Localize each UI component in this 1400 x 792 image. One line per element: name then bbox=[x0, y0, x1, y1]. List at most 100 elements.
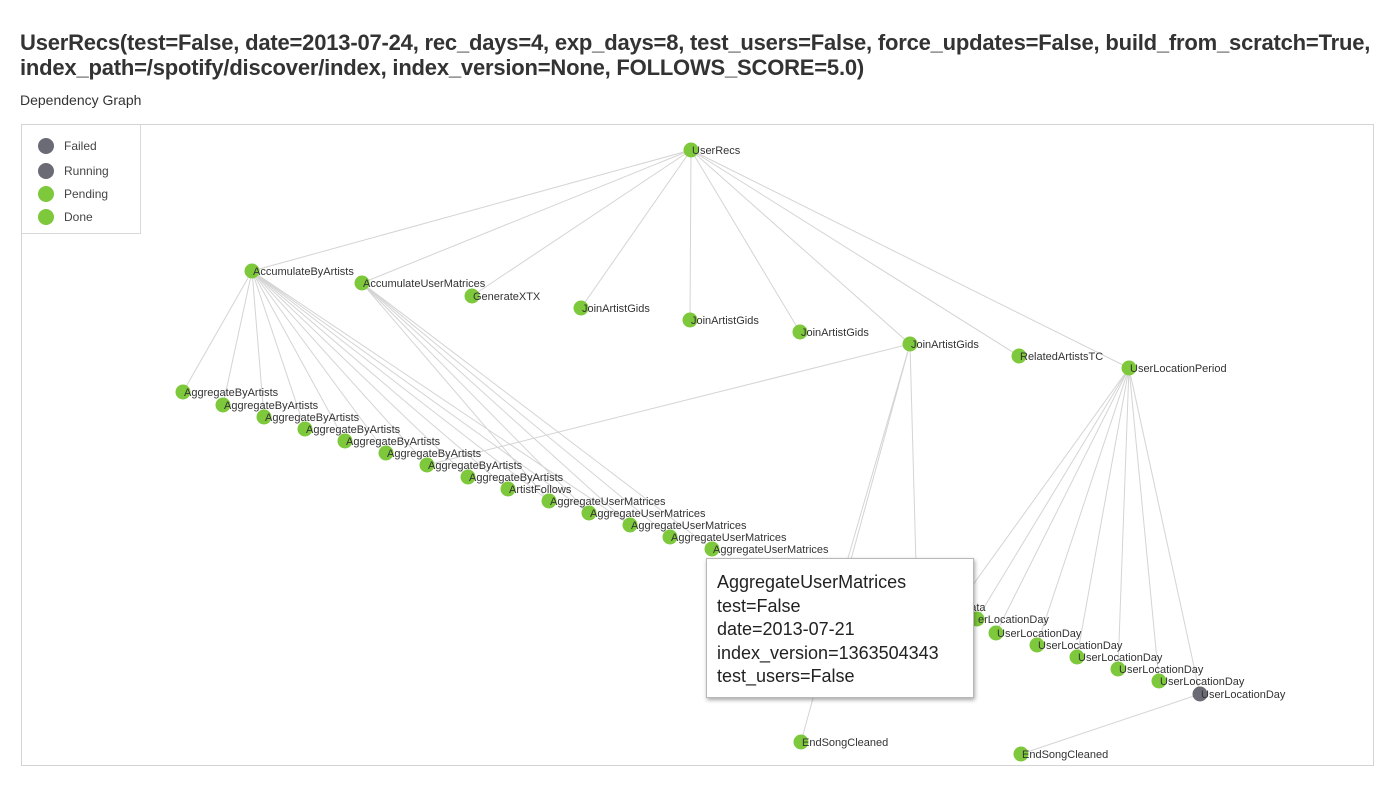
graph-node-join2[interactable]: JoinArtistGids bbox=[682, 312, 760, 328]
graph-node-label: AggregateUserMatrices bbox=[590, 508, 706, 520]
done-node-icon[interactable] bbox=[622, 517, 638, 533]
dependency-graph[interactable]: UserRecsAccumulateByArtistsAccumulateUse… bbox=[22, 125, 1374, 766]
graph-node-aba7[interactable]: AggregateByArtists bbox=[419, 457, 523, 473]
done-node-icon[interactable] bbox=[297, 421, 313, 437]
done-node-icon[interactable] bbox=[460, 469, 476, 485]
running-node-icon[interactable] bbox=[1192, 686, 1208, 702]
graph-node-label: AggregateByArtists bbox=[265, 412, 360, 424]
done-node-icon[interactable] bbox=[354, 275, 370, 291]
done-node-icon[interactable] bbox=[1121, 360, 1137, 376]
graph-node-label: UserLocationDay bbox=[1160, 676, 1245, 688]
done-node-icon[interactable] bbox=[337, 433, 353, 449]
graph-edge-acc_artists-aba6 bbox=[251, 270, 387, 454]
graph-node-label: AggregateUserMatrices bbox=[631, 520, 747, 532]
done-node-icon[interactable] bbox=[464, 288, 480, 304]
graph-node-label: AccumulateUserMatrices bbox=[363, 278, 486, 290]
done-node-icon[interactable] bbox=[378, 445, 394, 461]
graph-node-userrecs[interactable]: UserRecs bbox=[683, 142, 741, 158]
done-node-icon[interactable] bbox=[704, 541, 720, 557]
done-node-icon[interactable] bbox=[573, 300, 589, 316]
done-node-icon[interactable] bbox=[682, 312, 698, 328]
legend-label: Done bbox=[64, 210, 93, 224]
graph-node-aum5[interactable]: AggregateUserMatrices bbox=[704, 541, 830, 557]
graph-edge-userrecs-related bbox=[690, 149, 1020, 357]
graph-edge-userrecs-join4 bbox=[690, 149, 911, 345]
graph-node-aba8[interactable]: AggregateByArtists bbox=[460, 469, 564, 485]
graph-node-uld4[interactable]: UserLocationDay bbox=[1069, 649, 1163, 665]
legend-item-pending: Pending bbox=[38, 185, 108, 203]
graph-node-aum2[interactable]: AggregateUserMatrices bbox=[581, 505, 707, 521]
graph-node-ulp[interactable]: UserLocationPeriod bbox=[1121, 360, 1227, 376]
graph-edge-ulp-uld4 bbox=[1076, 367, 1130, 658]
done-node-icon[interactable] bbox=[793, 734, 809, 750]
tooltip-task-name: AggregateUserMatrices bbox=[717, 572, 907, 592]
graph-node-uld1[interactable]: erLocationDay bbox=[969, 611, 1050, 627]
graph-node-aba2[interactable]: AggregateByArtists bbox=[215, 397, 319, 413]
done-node-icon[interactable] bbox=[500, 481, 516, 497]
graph-node-acc_artists[interactable]: AccumulateByArtists bbox=[244, 263, 355, 279]
done-node-icon[interactable] bbox=[988, 625, 1004, 641]
graph-node-join1[interactable]: JoinArtistGids bbox=[573, 300, 651, 316]
done-node-icon[interactable] bbox=[244, 263, 260, 279]
graph-node-gen_xtx[interactable]: GenerateXTX bbox=[464, 288, 541, 304]
graph-edge-acc_matrices-aum5 bbox=[361, 282, 713, 550]
done-node-icon[interactable] bbox=[175, 384, 191, 400]
graph-edges bbox=[182, 149, 1201, 755]
done-node-icon[interactable] bbox=[1029, 637, 1045, 653]
graph-node-label: EndSongCleaned bbox=[1022, 749, 1108, 761]
done-node-icon[interactable] bbox=[1110, 661, 1126, 677]
graph-edge-uld7-esc2 bbox=[1020, 693, 1201, 755]
done-node-icon[interactable] bbox=[419, 457, 435, 473]
graph-node-uld3[interactable]: UserLocationDay bbox=[1029, 637, 1123, 653]
graph-node-aba1[interactable]: AggregateByArtists bbox=[175, 384, 279, 400]
done-node-icon[interactable] bbox=[1013, 746, 1029, 762]
graph-node-uld2[interactable]: UserLocationDay bbox=[988, 625, 1082, 641]
graph-node-label: UserLocationDay bbox=[1038, 640, 1123, 652]
graph-node-label: AggregateUserMatrices bbox=[550, 496, 666, 508]
graph-node-aba5[interactable]: AggregateByArtists bbox=[337, 433, 441, 449]
graph-node-esc1[interactable]: EndSongCleaned bbox=[793, 734, 889, 750]
graph-node-label: JoinArtistGids bbox=[801, 327, 869, 339]
done-node-icon[interactable] bbox=[792, 324, 808, 340]
graph-node-aum1[interactable]: AggregateUserMatrices bbox=[541, 493, 667, 509]
done-node-icon[interactable] bbox=[581, 505, 597, 521]
done-node-icon[interactable] bbox=[1151, 673, 1167, 689]
graph-node-related[interactable]: RelatedArtistsTC bbox=[1011, 348, 1104, 364]
graph-edge-userrecs-join2 bbox=[689, 149, 692, 321]
done-node-icon[interactable] bbox=[215, 397, 231, 413]
graph-edge-acc_matrices-aum1 bbox=[361, 282, 550, 502]
graph-node-aba3[interactable]: AggregateByArtists bbox=[256, 409, 360, 425]
done-node-icon[interactable] bbox=[256, 409, 272, 425]
graph-node-aba4[interactable]: AggregateByArtists bbox=[297, 421, 401, 437]
graph-node-uld7[interactable]: UserLocationDay bbox=[1192, 686, 1286, 702]
done-node-icon[interactable] bbox=[541, 493, 557, 509]
done-node-icon[interactable] bbox=[662, 529, 678, 545]
graph-node-aum3[interactable]: AggregateUserMatrices bbox=[622, 517, 748, 533]
tooltip-param: test_users=False bbox=[717, 666, 855, 686]
graph-node-uld6[interactable]: UserLocationDay bbox=[1151, 673, 1245, 689]
tooltip-param: date=2013-07-21 bbox=[717, 619, 855, 639]
graph-node-join3[interactable]: JoinArtistGids bbox=[792, 324, 870, 340]
graph-node-follows[interactable]: ArtistFollows bbox=[500, 481, 572, 497]
graph-edge-ulp-uld3 bbox=[1036, 367, 1130, 646]
graph-node-aba6[interactable]: AggregateByArtists bbox=[378, 445, 482, 461]
graph-edge-ulp-uld5 bbox=[1117, 367, 1130, 670]
graph-node-uld5[interactable]: UserLocationDay bbox=[1110, 661, 1204, 677]
done-node-icon[interactable] bbox=[902, 336, 918, 352]
legend-item-failed: Failed bbox=[38, 137, 97, 155]
done-node-icon[interactable] bbox=[683, 142, 699, 158]
graph-node-join4[interactable]: JoinArtistGids bbox=[902, 336, 980, 352]
graph-edge-acc_artists-aba5 bbox=[251, 270, 346, 442]
graph-edge-userrecs-join3 bbox=[690, 149, 801, 333]
done-node-icon[interactable] bbox=[1069, 649, 1085, 665]
graph-edge-ulp-uld7 bbox=[1128, 367, 1201, 695]
graph-node-acc_matrices[interactable]: AccumulateUserMatrices bbox=[354, 275, 486, 291]
done-node-icon[interactable] bbox=[1011, 348, 1027, 364]
graph-node-esc2[interactable]: EndSongCleaned bbox=[1013, 746, 1109, 762]
graph-edge-userrecs-ulp bbox=[690, 149, 1130, 369]
graph-edge-acc_artists-follows bbox=[251, 270, 509, 490]
done-status-icon bbox=[38, 209, 54, 225]
graph-edge-ulp-uld6 bbox=[1128, 367, 1160, 682]
graph-node-aum4[interactable]: AggregateUserMatrices bbox=[662, 529, 788, 545]
